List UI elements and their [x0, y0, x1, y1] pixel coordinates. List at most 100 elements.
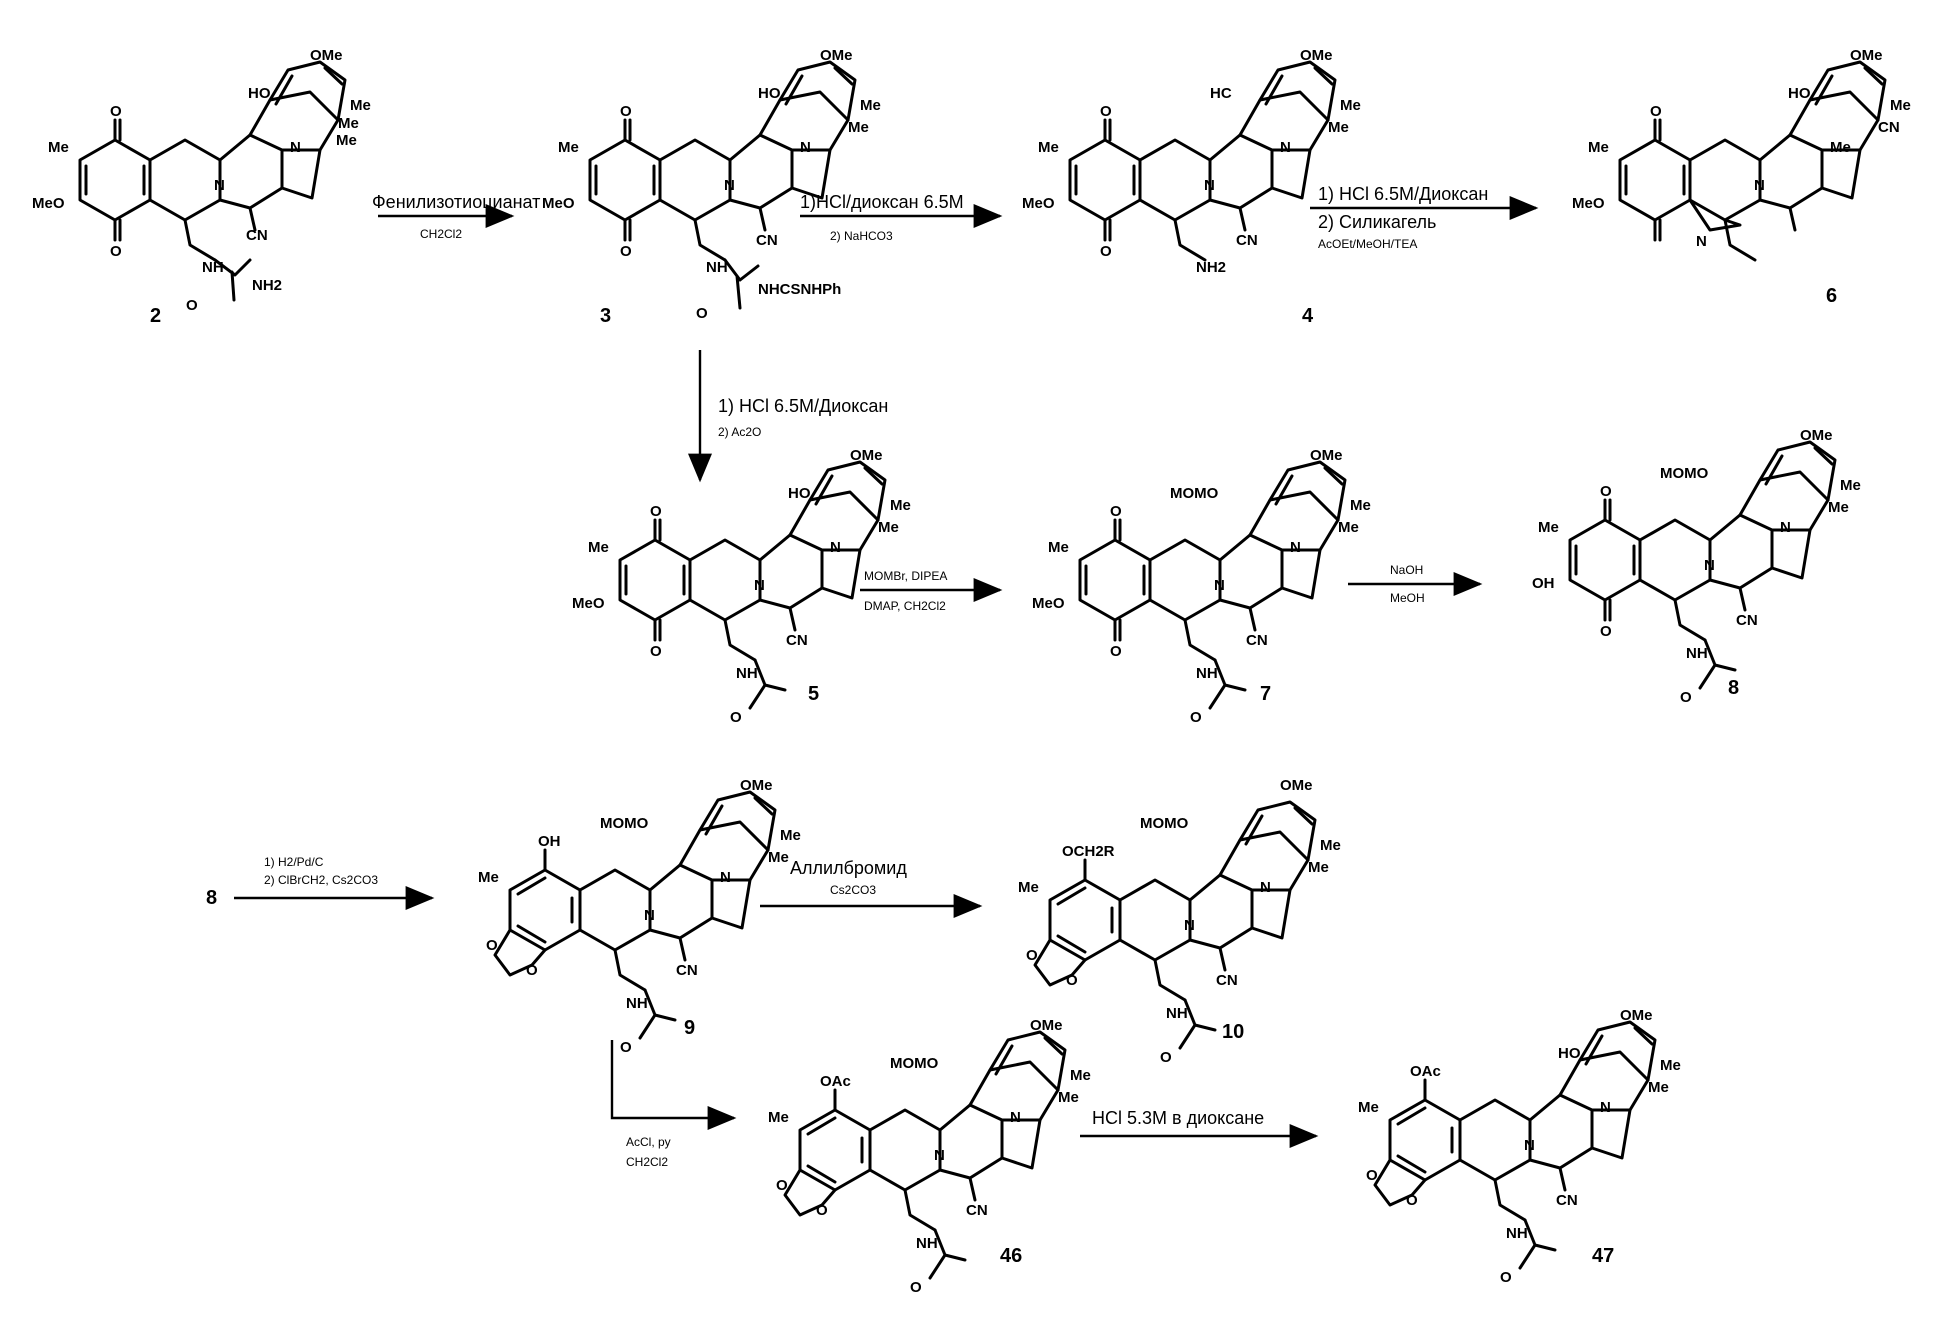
condition-above: Фенилизотиоцианат: [372, 192, 540, 212]
atom-label: Me: [1660, 1057, 1681, 1074]
condition-below: AcOEt/MeOH/TEA: [1318, 237, 1417, 251]
atom-label: Me: [1338, 519, 1359, 536]
atom-label: Me: [1340, 97, 1361, 114]
atom-label: N: [1754, 177, 1765, 194]
atom-label: Me: [48, 139, 69, 156]
atom-label: O: [730, 709, 742, 726]
atom-label: HO: [788, 485, 811, 502]
condition-above: NaOH: [1390, 563, 1423, 577]
atom-label: Me: [1648, 1079, 1669, 1096]
atom-label: Me: [768, 849, 789, 866]
condition-below: CH2Cl2: [420, 227, 462, 241]
atom-label: CN: [1216, 972, 1238, 989]
condition-side: 1) HCl 6.5M/Диоксан: [718, 396, 888, 416]
condition-above: 2) ClBrCH2, Cs2CO3: [264, 873, 378, 887]
compound-number: 46: [1000, 1245, 1022, 1267]
condition-side: CH2Cl2: [626, 1155, 668, 1169]
atom-label: O: [1110, 503, 1122, 520]
atom-label: O: [620, 103, 632, 120]
atom-label: Me: [1890, 97, 1911, 114]
atom-label: CN: [1878, 119, 1900, 136]
compound-number: 9: [684, 1017, 695, 1039]
compound-number: 6: [1826, 285, 1837, 307]
start-compound-number: 8: [206, 887, 217, 909]
atom-label: Me: [1588, 139, 1609, 156]
atom-label: N: [1290, 539, 1301, 556]
atom-label: O: [1026, 947, 1038, 964]
atom-label: O: [910, 1279, 922, 1296]
atom-label: OCH2R: [1062, 843, 1115, 860]
compound-10: OMe MOMO OCH2R Me Me O O N N Me CN NH O: [1018, 777, 1341, 1066]
condition-side: AcCl, py: [626, 1135, 671, 1149]
atom-label: N: [1704, 557, 1715, 574]
atom-label: OMe: [1300, 47, 1333, 64]
atom-label: Me: [338, 115, 359, 132]
atom-label: CN: [246, 227, 268, 244]
atom-label: Me: [1038, 139, 1059, 156]
atom-label: O: [486, 937, 498, 954]
atom-label: O: [620, 1039, 632, 1056]
atom-label: OH: [538, 833, 561, 850]
atom-label: O: [650, 503, 662, 520]
atom-label: N: [1010, 1109, 1021, 1126]
atom-label: HO: [1788, 85, 1811, 102]
atom-label: N: [644, 907, 655, 924]
arrow-9-to-10: Аллилбромид Cs2CO3: [760, 858, 980, 906]
atom-label: Me: [478, 869, 499, 886]
atom-label: N: [1696, 233, 1707, 250]
atom-label: OMe: [820, 47, 853, 64]
atom-label: MOMO: [600, 815, 649, 832]
atom-label: OMe: [310, 47, 343, 64]
atom-label: Me: [1828, 499, 1849, 516]
atom-label: O: [1366, 1167, 1378, 1184]
compound-number: 47: [1592, 1245, 1614, 1267]
atom-label: O: [110, 243, 122, 260]
atom-label: Me: [780, 827, 801, 844]
compound-number: 7: [1260, 683, 1271, 705]
atom-label: OH: [1532, 575, 1555, 592]
atom-label: NH: [1506, 1225, 1528, 1242]
atom-label: O: [1066, 972, 1078, 989]
atom-label: NH: [736, 665, 758, 682]
atom-label: N: [1204, 177, 1215, 194]
atom-label: HO: [1558, 1045, 1581, 1062]
atom-label: MOMO: [1170, 485, 1219, 502]
arrow-8-to-9: 8 1) H2/Pd/C 2) ClBrCH2, Cs2CO3: [206, 855, 432, 909]
atom-label: O: [526, 962, 538, 979]
condition-side: 2) Ac2O: [718, 425, 761, 439]
atom-label: MeO: [32, 195, 65, 212]
compound-number: 10: [1222, 1021, 1244, 1043]
atom-label: O: [1406, 1192, 1418, 1209]
atom-label: Me: [1070, 1067, 1091, 1084]
atom-label: NH: [202, 259, 224, 276]
compound-number: 3: [600, 305, 611, 327]
atom-label: Me: [1018, 879, 1039, 896]
atom-label: NH: [1166, 1005, 1188, 1022]
atom-label: Me: [1350, 497, 1371, 514]
atom-label: Me: [1358, 1099, 1379, 1116]
arrow-4-to-6: 1) HCl 6.5M/Диоксан 2) Силикагель AcOEt/…: [1310, 184, 1536, 251]
compound-2: OMe HO Me Me Me O MeO O N N Me CN NH O N…: [32, 47, 371, 314]
condition-above: 1) HCl 6.5M/Диоксан: [1318, 184, 1488, 204]
atom-label: N: [754, 577, 765, 594]
atom-label: HC: [1210, 85, 1232, 102]
atom-label: Me: [1048, 539, 1069, 556]
compound-5: OMe HO Me Me O MeO O N N Me CN NH O: [572, 447, 911, 726]
atom-label: OMe: [1030, 1017, 1063, 1034]
atom-label: Me: [1320, 837, 1341, 854]
atom-label: OMe: [1310, 447, 1343, 464]
condition-below: 2) NaHCO3: [830, 229, 893, 243]
atom-label: O: [1650, 103, 1662, 120]
atom-label: O: [816, 1202, 828, 1219]
atom-label: Me: [1058, 1089, 1079, 1106]
compound-4: OMe HC Me Me O MeO O N N Me CN NH2: [1022, 47, 1361, 276]
atom-label: CN: [1736, 612, 1758, 629]
atom-label: Me: [558, 139, 579, 156]
atom-label: O: [1600, 483, 1612, 500]
compound-number: 8: [1728, 677, 1739, 699]
atom-label: O: [1110, 643, 1122, 660]
compound-8: OMe MOMO Me Me O OH O N N Me CN NH O: [1532, 427, 1861, 706]
atom-label: Me: [768, 1109, 789, 1126]
atom-label: O: [776, 1177, 788, 1194]
